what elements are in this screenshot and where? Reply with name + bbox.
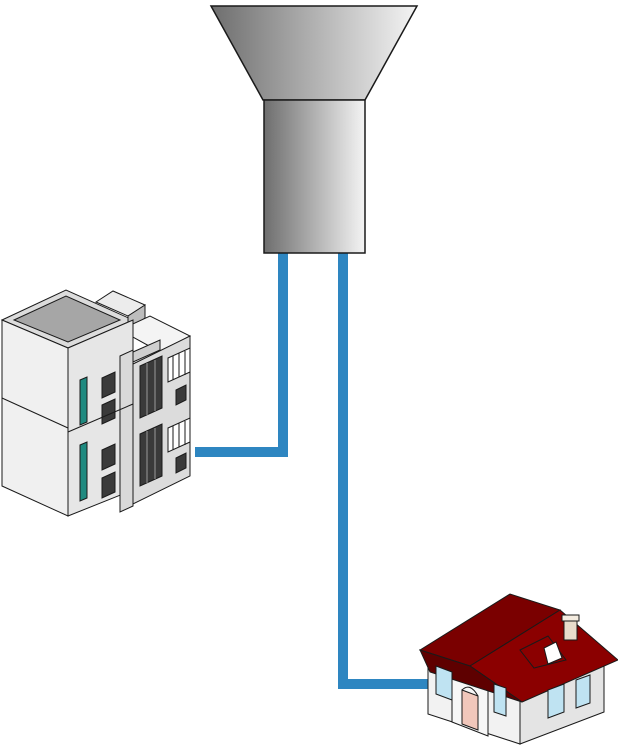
apartment-building-icon — [0, 289, 192, 517]
pipe-tower-to-house — [338, 253, 428, 689]
pipe-tower-to-apartment — [195, 253, 288, 457]
water-tower-icon — [209, 5, 419, 254]
house-icon — [418, 593, 618, 745]
